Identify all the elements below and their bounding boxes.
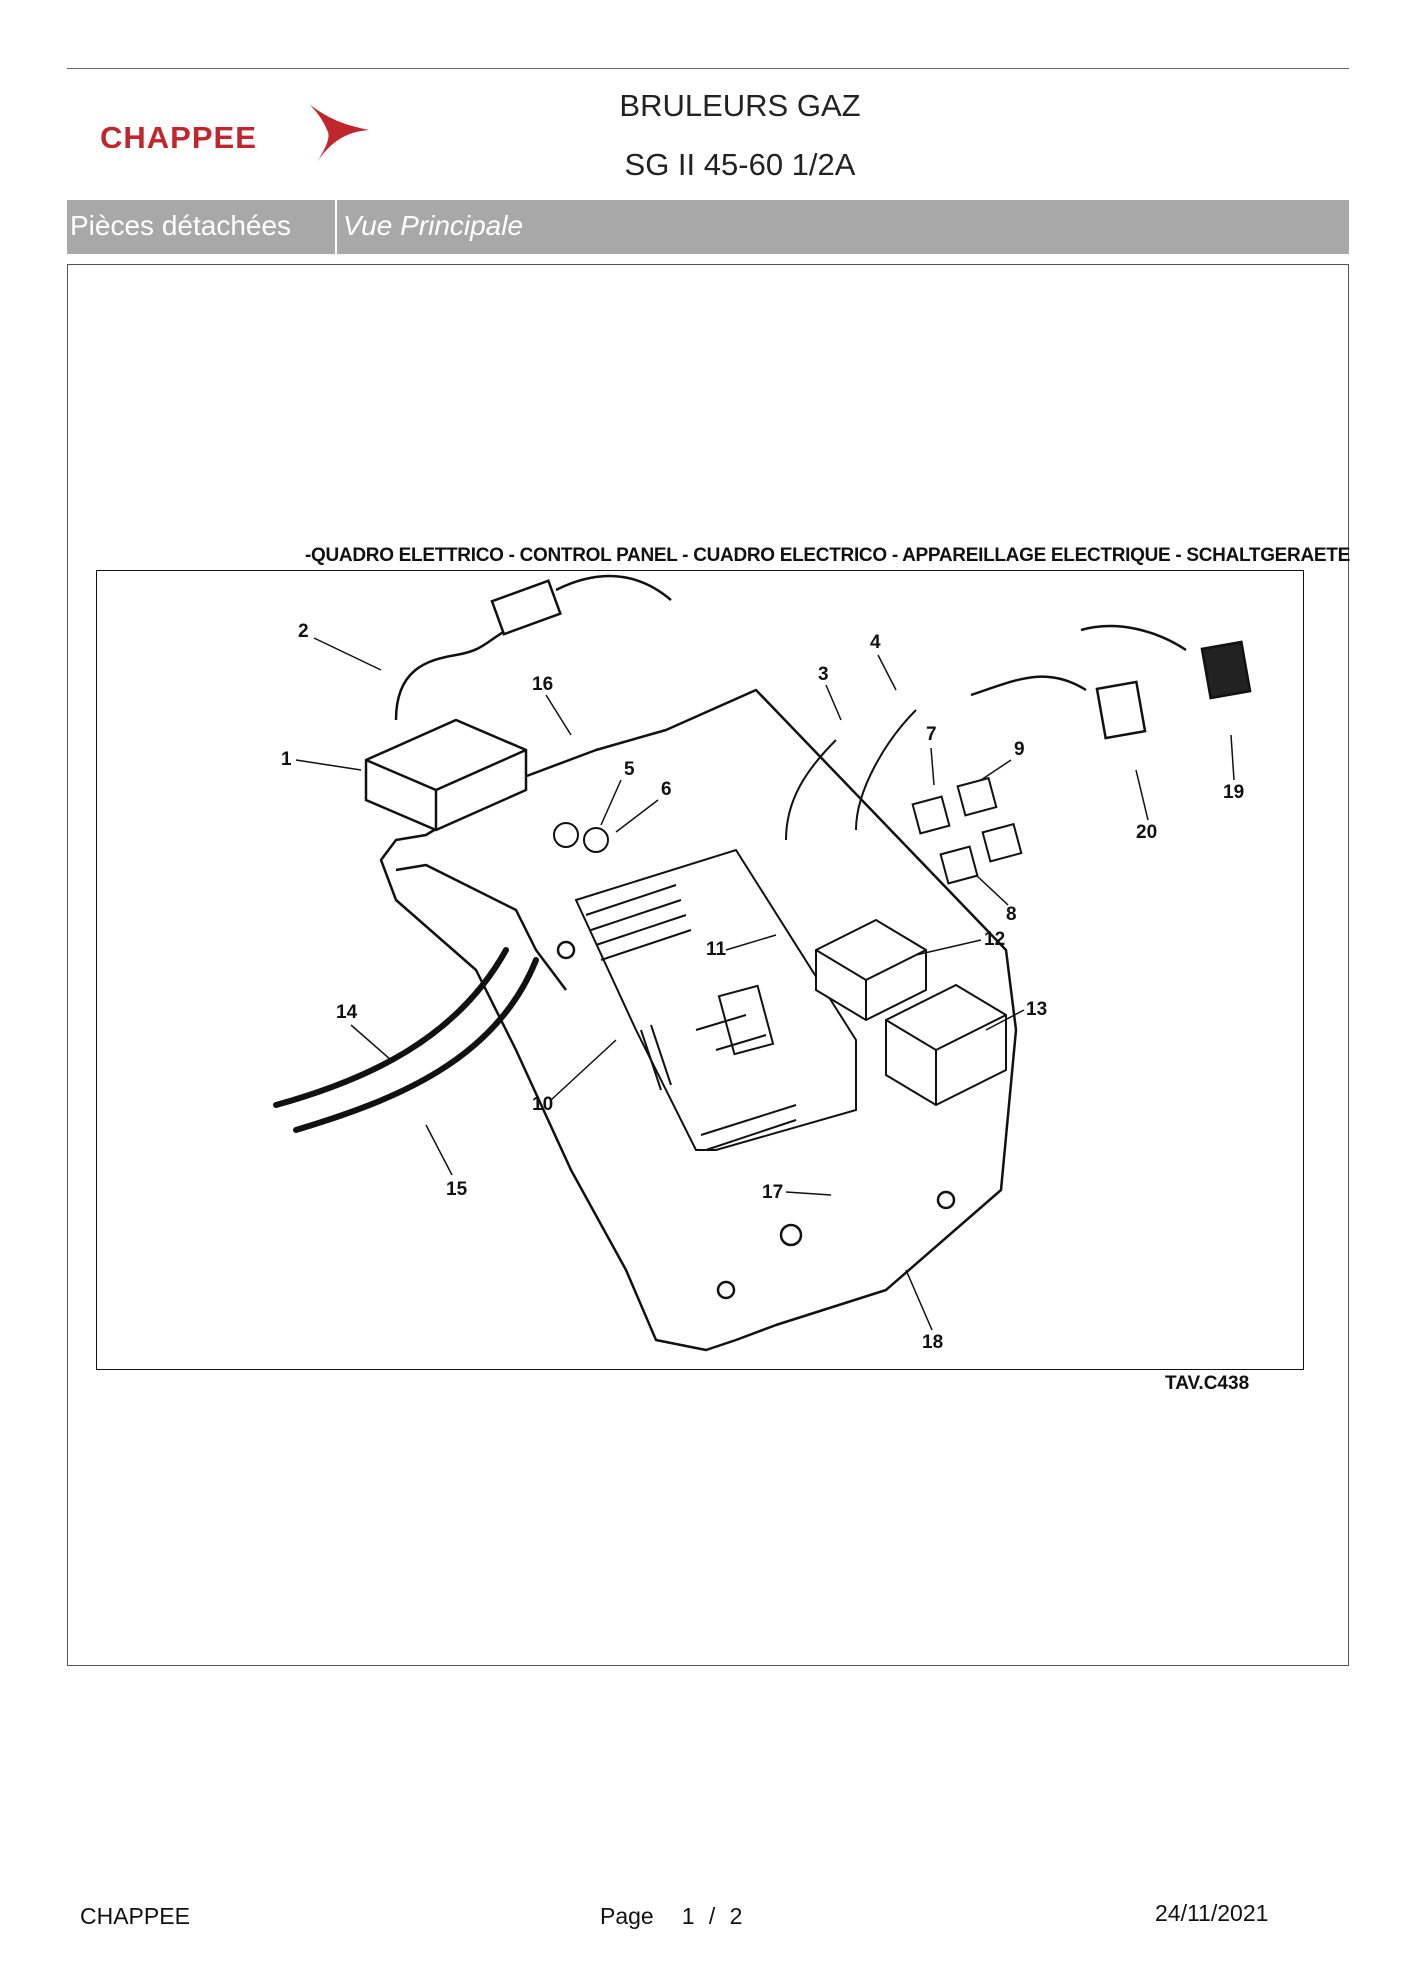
- drawing-frame: [67, 264, 1349, 1666]
- callout-2: 2: [298, 621, 309, 642]
- section-bar: Pièces détachées Vue Principale: [67, 200, 1349, 254]
- relay-12: [815, 918, 927, 1022]
- wires-14-15: [273, 947, 539, 1133]
- diagram-title: -QUADRO ELETTRICO - CONTROL PANEL - CUAD…: [305, 545, 1350, 566]
- chappee-logo: CHAPPEE: [100, 100, 370, 170]
- wires-3-4: [785, 709, 917, 841]
- logo-arrow-icon: [309, 104, 369, 162]
- callout-16: 16: [532, 674, 553, 695]
- logo-text: CHAPPEE: [100, 120, 257, 155]
- callout-13: 13: [1026, 999, 1047, 1020]
- footer-page-number: 1 / 2: [681, 1903, 747, 1929]
- transformer-cable: [394, 574, 672, 721]
- connectors-7-8-9: [911, 776, 1023, 885]
- footer-date: 24/11/2021: [1155, 1900, 1269, 1926]
- circuit-board: [574, 848, 857, 1151]
- callout-7: 7: [926, 724, 937, 745]
- ignition-transformer: [364, 718, 528, 832]
- callout-3: 3: [818, 664, 829, 685]
- callout-11: 11: [706, 939, 727, 960]
- valve-cables-19-20: [970, 624, 1252, 740]
- callout-17: 17: [762, 1182, 783, 1203]
- page-title-line1: BRULEURS GAZ: [619, 88, 861, 123]
- section-bar-separator: [335, 200, 337, 254]
- callout-10: 10: [532, 1094, 553, 1115]
- callout-4: 4: [870, 632, 881, 653]
- callout-6: 6: [661, 779, 672, 800]
- section-label-parts: Pièces détachées: [70, 210, 292, 241]
- page-title-line2: SG II 45-60 1/2A: [624, 147, 856, 182]
- callout-15: 15: [446, 1179, 468, 1200]
- callout-labels: 1 2 3 4 5 6 7 8 9 10 11 12 13 14 15 16 1…: [281, 621, 1244, 1353]
- top-rule: [67, 68, 1349, 69]
- callout-5: 5: [624, 759, 635, 780]
- exploded-parts-diagram: 1 2 3 4 5 6 7 8 9 10 11 12 13 14 15 16 1…: [96, 570, 1304, 1370]
- footer-page: Page 1 / 2: [600, 1903, 746, 1930]
- grommets-5-6: [553, 822, 609, 853]
- callout-18: 18: [922, 1332, 943, 1353]
- footer-page-label: Page: [600, 1903, 654, 1929]
- contactor-13: [885, 983, 1007, 1107]
- drawing-reference: TAV.C438: [1165, 1373, 1250, 1394]
- callout-12: 12: [984, 929, 1005, 950]
- callout-leaders: [295, 637, 1235, 1331]
- callout-19: 19: [1223, 782, 1244, 803]
- callout-20: 20: [1136, 822, 1157, 843]
- section-label-view: Vue Principale: [343, 210, 524, 241]
- callout-14: 14: [336, 1002, 358, 1023]
- footer-company: CHAPPEE: [80, 1903, 190, 1929]
- control-panel-plate: [379, 688, 1018, 1352]
- callout-1: 1: [281, 749, 292, 770]
- diagram-drawing: 1 2 3 4 5 6 7 8 9 10 11 12 13 14 15 16 1…: [96, 570, 1304, 1370]
- callout-8: 8: [1006, 904, 1017, 925]
- callout-9: 9: [1014, 739, 1025, 760]
